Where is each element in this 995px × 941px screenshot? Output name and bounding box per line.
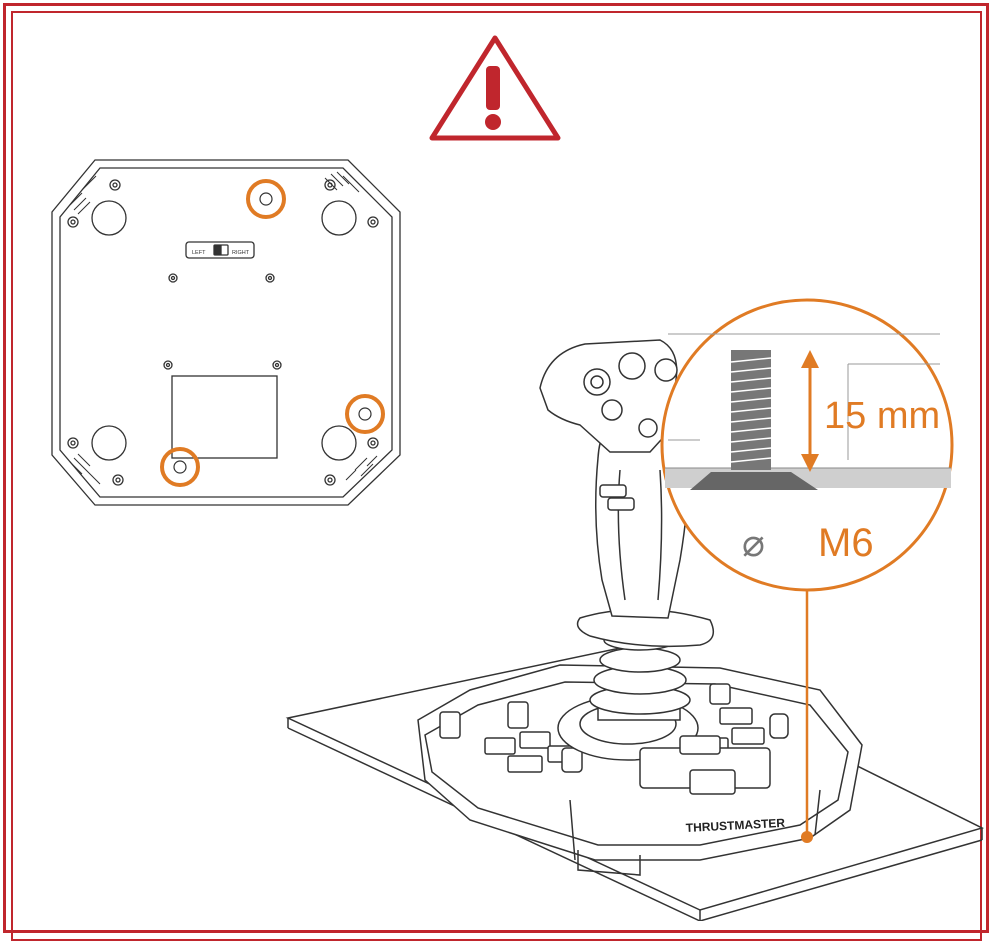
- switch-left-label: LEFT: [192, 250, 206, 256]
- mounting-hole-markers: [160, 179, 385, 487]
- mounting-diagram: LEFT RIGHT: [51, 35, 985, 921]
- thread-size-label: M6: [818, 521, 874, 565]
- mounting-hole-marker-bottom: [160, 447, 200, 487]
- diameter-icon: ⌀: [742, 523, 765, 565]
- callout-leader-line: [801, 590, 813, 843]
- screw-icon: [690, 350, 818, 490]
- joystick-base: [417, 664, 863, 876]
- screw-callout: 15 mm ⌀ M6: [660, 298, 954, 592]
- length-label: 15 mm: [824, 395, 940, 437]
- switch-right-label: RIGHT: [232, 250, 250, 256]
- length-dimension-arrow: [801, 350, 819, 472]
- brand-label: THRUSTMASTER: [685, 816, 785, 835]
- mounting-hole-marker-top: [246, 179, 286, 219]
- warning-triangle-icon: [429, 35, 561, 141]
- mounting-hole-marker-right: [345, 394, 385, 434]
- base-bottom-view: [51, 159, 401, 506]
